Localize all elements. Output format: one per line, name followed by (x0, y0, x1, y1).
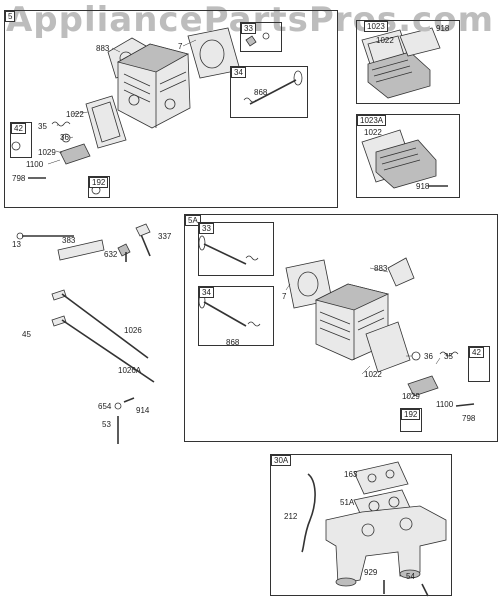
stud-13[interactable] (16, 232, 74, 240)
label-1022-top[interactable]: 1022 (66, 110, 84, 119)
label-654[interactable]: 654 (98, 402, 112, 411)
label-929[interactable]: 929 (364, 568, 378, 577)
section-5-tag: 5 (5, 11, 16, 22)
screw-337[interactable] (135, 223, 151, 257)
label-918-bottom[interactable]: 918 (416, 182, 430, 191)
screw-54[interactable] (421, 583, 429, 597)
label-1026[interactable]: 1026 (124, 326, 142, 335)
label-868-5A[interactable]: 868 (226, 338, 240, 347)
plate-383[interactable] (57, 239, 105, 261)
subbox-192-top (88, 176, 110, 198)
label-1029-5A[interactable]: 1029 (402, 392, 420, 401)
section-5A-tag: 5A (185, 215, 201, 226)
rod-212[interactable] (301, 473, 316, 553)
label-7-top[interactable]: 7 (178, 42, 183, 51)
label-1100-top[interactable]: 1100 (26, 160, 44, 169)
label-1022-5A[interactable]: 1022 (364, 370, 382, 379)
subbox-42-5A (468, 346, 490, 382)
valve-33-5A[interactable] (198, 235, 259, 265)
tag-192-top[interactable]: 192 (89, 177, 109, 188)
tag-33-5A[interactable]: 33 (199, 223, 214, 234)
subbox-34-top (230, 66, 308, 118)
valve-637-pin[interactable] (117, 243, 131, 262)
label-212[interactable]: 212 (284, 512, 298, 521)
label-883-5A[interactable]: 883 (374, 264, 388, 273)
label-54[interactable]: 54 (406, 572, 415, 581)
tag-192-5A[interactable]: 192 (401, 409, 421, 420)
section-1023-tag: 1023 (364, 21, 388, 32)
rocker-1029-top[interactable] (59, 143, 91, 165)
label-918-top[interactable]: 918 (436, 24, 450, 33)
label-45[interactable]: 45 (22, 330, 31, 339)
subbox-192-5A (400, 408, 422, 432)
screw-798-5A[interactable] (455, 403, 475, 407)
label-53[interactable]: 53 (102, 420, 111, 429)
label-868-top[interactable]: 868 (254, 88, 268, 97)
subbox-42-top (10, 122, 32, 158)
gasket-918-top[interactable] (399, 27, 441, 57)
subbox-33-top (240, 22, 282, 52)
exhaust-manifold[interactable] (325, 505, 447, 587)
leader-lines-5A (285, 267, 441, 399)
label-383[interactable]: 383 (62, 236, 76, 245)
tag-33-top[interactable]: 33 (241, 23, 256, 34)
section-1023-box (356, 20, 460, 104)
spring-35-5A[interactable] (439, 351, 459, 357)
label-1026A[interactable]: 1026A (118, 366, 142, 375)
label-914[interactable]: 914 (136, 406, 150, 415)
tag-34-top[interactable]: 34 (231, 67, 246, 78)
part-914[interactable] (123, 397, 135, 403)
tag-42-top[interactable]: 42 (11, 123, 26, 134)
label-798-top[interactable]: 798 (12, 174, 26, 183)
section-1023A-tag: 1023A (357, 115, 387, 126)
gasket-163[interactable] (353, 461, 409, 495)
section-30A-tag: 30A (271, 455, 292, 466)
section-30A-box (270, 454, 452, 596)
label-51A[interactable]: 51A (340, 498, 355, 507)
section-5-box (4, 10, 338, 208)
subbox-33-5A (198, 222, 274, 276)
tag-42-5A[interactable]: 42 (469, 347, 484, 358)
section-1023A-box (356, 114, 460, 198)
subbox-34-5A (198, 286, 274, 346)
pushrod-45[interactable] (51, 289, 155, 383)
label-35-5A[interactable]: 35 (444, 352, 453, 361)
tag-34-5A[interactable]: 34 (199, 287, 214, 298)
label-13[interactable]: 13 (12, 240, 21, 249)
label-632[interactable]: 632 (104, 250, 118, 259)
valve-cover-1023A[interactable] (375, 139, 437, 189)
spring-35-top[interactable] (51, 121, 71, 127)
label-798-5A[interactable]: 798 (462, 414, 476, 423)
label-36-top[interactable]: 36 (60, 133, 69, 142)
label-1022-1023[interactable]: 1022 (376, 36, 394, 45)
label-36-5A[interactable]: 36 (424, 352, 433, 361)
label-883-top[interactable]: 883 (96, 44, 110, 53)
label-163[interactable]: 163 (344, 470, 358, 479)
label-35-top[interactable]: 35 (38, 122, 47, 131)
label-1100-5A[interactable]: 1100 (436, 400, 454, 409)
cap-42-top[interactable] (11, 141, 21, 151)
valve-cover-gasket-1022-top[interactable] (85, 95, 127, 149)
cylinder-head-top[interactable] (116, 43, 191, 129)
gasket-883-5A[interactable] (387, 257, 415, 287)
label-1022-1023A[interactable]: 1022 (364, 128, 382, 137)
label-7-5A[interactable]: 7 (282, 292, 287, 301)
label-1029-top[interactable]: 1029 (38, 148, 56, 157)
label-337[interactable]: 337 (158, 232, 172, 241)
section-5A-box (184, 214, 498, 442)
valve-868-top[interactable] (243, 70, 303, 105)
valve-parts-33-top[interactable] (245, 32, 270, 47)
leader-lines-top (30, 39, 197, 179)
part-654[interactable] (114, 402, 122, 410)
valve-cover-gasket-1022-5A[interactable] (365, 321, 411, 373)
